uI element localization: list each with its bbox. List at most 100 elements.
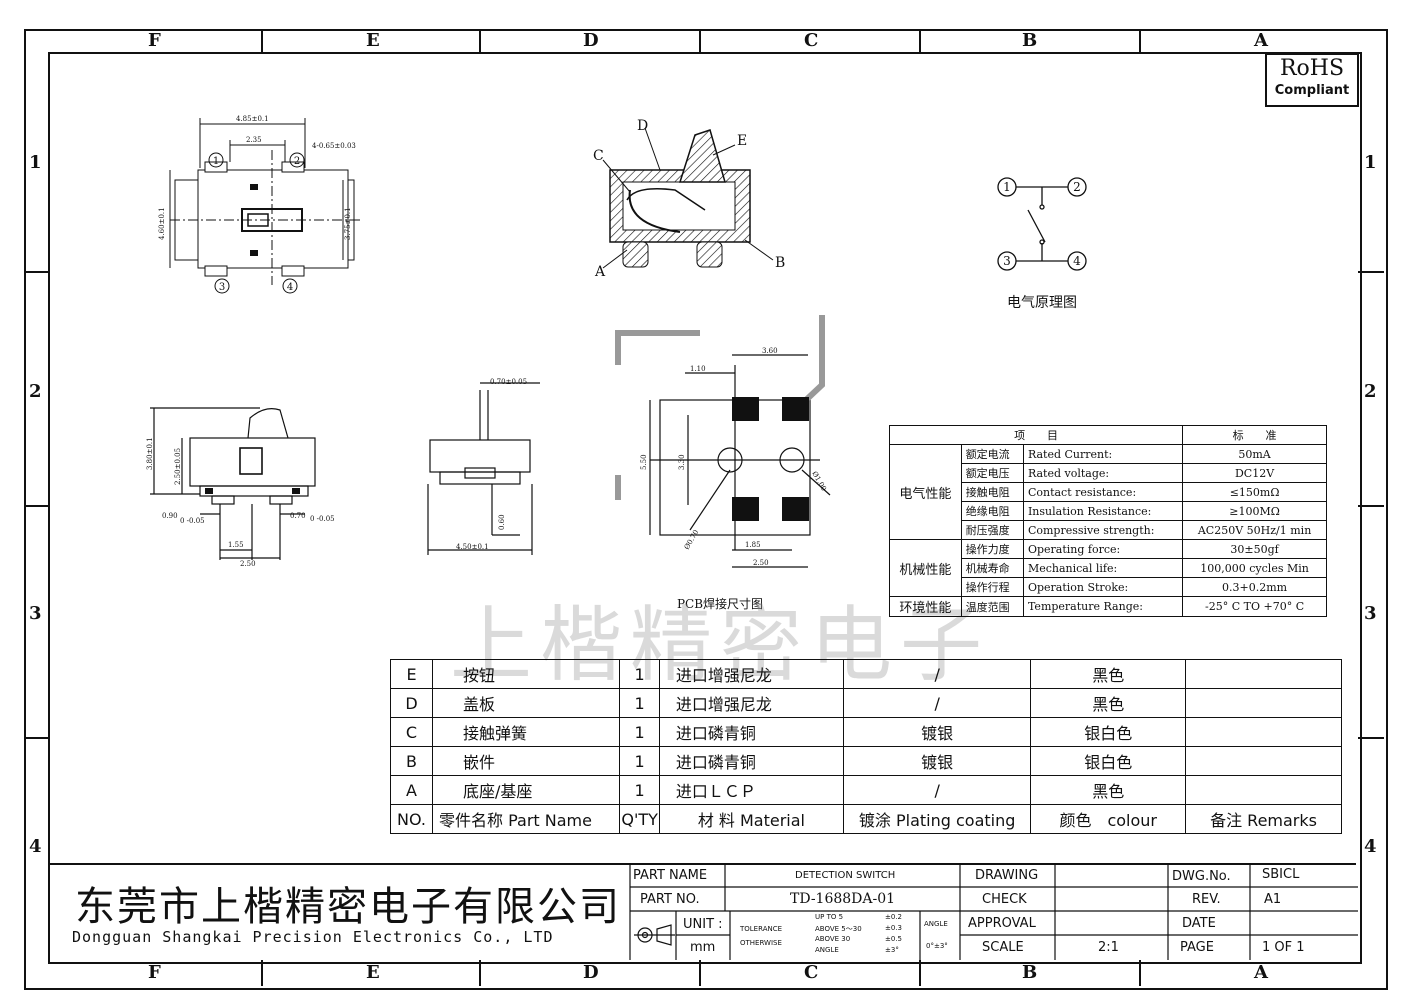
zone-row-4-right: 4 [1364, 836, 1377, 857]
table-row: 环境性能 温度范围 Temperature Range: -25° C TO +… [889, 596, 1327, 617]
schematic-pin-1: 1 [1003, 180, 1011, 194]
pcb-caption: PCB焊接尺寸图 [677, 596, 763, 611]
front-view-dim-actuator: 0.70±0.05 [490, 378, 527, 386]
pcb-dim-110: 1.10 [690, 365, 706, 373]
tol-range-2: ABOVE 5～30 [815, 925, 862, 933]
spec-en: Temperature Range: [1022, 596, 1184, 617]
pcb-dim-360: 3.60 [762, 347, 778, 355]
spec-en: Contact resistance: [1022, 482, 1184, 502]
unit-label: UNIT : [683, 917, 723, 932]
section-label-a: A [594, 264, 606, 280]
pcb-dim-330: 3.30 [678, 454, 686, 470]
schematic-pin-2: 2 [1073, 180, 1081, 194]
bom-qty: 1 [619, 717, 660, 747]
bom-remarks [1185, 746, 1342, 776]
front-view-dim-base: 4.50±0.1 [456, 543, 489, 551]
rohs-title: RoHS [1279, 56, 1345, 81]
spec-value: 0.3+0.2mm [1182, 577, 1327, 597]
drawing-outer-frame [24, 29, 1388, 990]
zone-col-f-bottom: F [148, 962, 161, 983]
top-view-dim-height-left: 4.60±0.1 [158, 207, 166, 240]
date-label: DATE [1182, 916, 1216, 931]
top-view-drawing: 4.85±0.1 2.35 4-0.65±0.03 4.60±0.1 3.75±… [158, 115, 360, 294]
spec-cn: 额定电压 [960, 463, 1024, 483]
spec-en: Insulation Resistance: [1022, 501, 1184, 521]
bom-header-no: NO. [390, 804, 433, 834]
zone-col-b-bottom: B [1022, 962, 1038, 983]
zone-row-2-left: 2 [29, 381, 42, 402]
bom-header-material: 材 料 Material [658, 804, 844, 834]
schematic-pin-3: 3 [1003, 254, 1011, 268]
bom-material: 进口磷青铜 [658, 717, 844, 747]
bom-colour: 黑色 [1030, 688, 1187, 718]
bom-colour: 黑色 [1030, 659, 1187, 689]
bom-remarks [1185, 659, 1342, 689]
side-view-dim-155: 1.55 [228, 541, 244, 549]
front-view-drawing: 0.70±0.05 4.50±0.1 0.60 [427, 378, 540, 555]
tol-val-4: ±3° [885, 946, 899, 954]
side-view-dim-250: 2.50 [240, 560, 256, 568]
spec-cn: 机械寿命 [960, 558, 1024, 578]
side-view-dim-right: 0.70 [290, 512, 306, 520]
bom-table: E 按钮 1 进口增强尼龙 / 黑色 D 盖板 1 进口增强尼龙 / 黑色 C … [390, 659, 1342, 834]
tol-val-2: ±0.3 [885, 924, 902, 932]
zone-col-e-top: E [366, 30, 380, 51]
zone-col-c-bottom: C [804, 962, 819, 983]
bom-header-colour: 颜色 colour [1030, 804, 1187, 834]
spec-value: 30±50gf [1182, 539, 1327, 559]
bom-plating: / [842, 688, 1032, 718]
table-row: 操作行程 Operation Stroke: 0.3+0.2mm [890, 577, 1327, 597]
side-view-dim-left: 0.90 [162, 512, 178, 520]
angle-label: ANGLE [924, 920, 948, 928]
table-row: 机械性能 操作力度 Operating force: 30±50gf [889, 539, 1327, 597]
scale-value: 2:1 [1098, 940, 1119, 955]
zone-row-4-left: 4 [29, 836, 42, 857]
bom-plating: 镀银 [842, 746, 1032, 776]
top-view-pin-3: 3 [219, 282, 225, 293]
bom-header-row: NO. 零件名称 Part Name Q'TY 材 料 Material 镀涂 … [390, 804, 1342, 834]
bom-no: B [390, 746, 433, 776]
table-row: 机械寿命 Mechanical life: 100,000 cycles Min [890, 558, 1327, 578]
table-row: 额定电压 Rated voltage: DC12V [890, 463, 1327, 483]
spec-value: 100,000 cycles Min [1182, 558, 1327, 578]
zone-col-a-bottom: A [1254, 962, 1268, 983]
bom-qty: 1 [619, 775, 660, 805]
spec-cn: 温度范围 [960, 596, 1024, 617]
schematic-pin-4: 4 [1073, 254, 1081, 268]
pcb-dim-185: 1.85 [745, 541, 761, 549]
side-view-dim-total: 3.80±0.1 [146, 437, 154, 470]
zone-row-1-right: 1 [1364, 152, 1377, 173]
front-view-dim-060: 0.60 [498, 514, 506, 530]
bom-colour: 银白色 [1030, 717, 1187, 747]
section-label-c: C [593, 148, 604, 164]
page-value: 1 OF 1 [1262, 940, 1305, 955]
bom-remarks [1185, 688, 1342, 718]
pcb-dim-550: 5.50 [640, 454, 648, 470]
tol-val-1: ±0.2 [885, 913, 902, 921]
table-row: E 按钮 1 进口增强尼龙 / 黑色 [390, 659, 1342, 689]
bom-header-remarks: 备注 Remarks [1185, 804, 1342, 834]
table-row: 绝缘电阻 Insulation Resistance: ≥100MΩ [890, 501, 1327, 521]
spec-value: -25° C TO +70° C [1182, 596, 1327, 617]
top-view-dim-pin: 4-0.65±0.03 [312, 142, 356, 150]
angle-value: 0°±3° [926, 942, 948, 950]
drawing-label: DRAWING [975, 868, 1039, 883]
company-name-cn: 东莞市上楷精密电子有限公司 [75, 884, 621, 930]
zone-row-1-left: 1 [29, 152, 42, 173]
check-label: CHECK [982, 892, 1027, 907]
zone-col-d-bottom: D [583, 962, 599, 983]
spec-en: Rated Current: [1023, 444, 1184, 464]
drawing-inner-frame [48, 52, 1362, 964]
zone-row-3-left: 3 [29, 603, 42, 624]
part-name-value: DETECTION SWITCH [795, 870, 896, 881]
bom-colour: 银白色 [1030, 746, 1187, 776]
dwg-no-value: SBICL [1262, 867, 1300, 882]
table-row: C 接触弹簧 1 进口磷青铜 镀银 银白色 [390, 717, 1342, 747]
otherwise-label: OTHERWISE [740, 939, 782, 947]
top-view-pin-2: 2 [294, 156, 300, 167]
schematic-drawing: 1 2 3 4 电气原理图 [997, 177, 1087, 311]
bom-part-name: 嵌件 [431, 746, 621, 776]
unit-value: mm [690, 940, 716, 955]
tol-val-3: ±0.5 [885, 935, 902, 943]
section-view-drawing: C D E A B [593, 118, 785, 280]
